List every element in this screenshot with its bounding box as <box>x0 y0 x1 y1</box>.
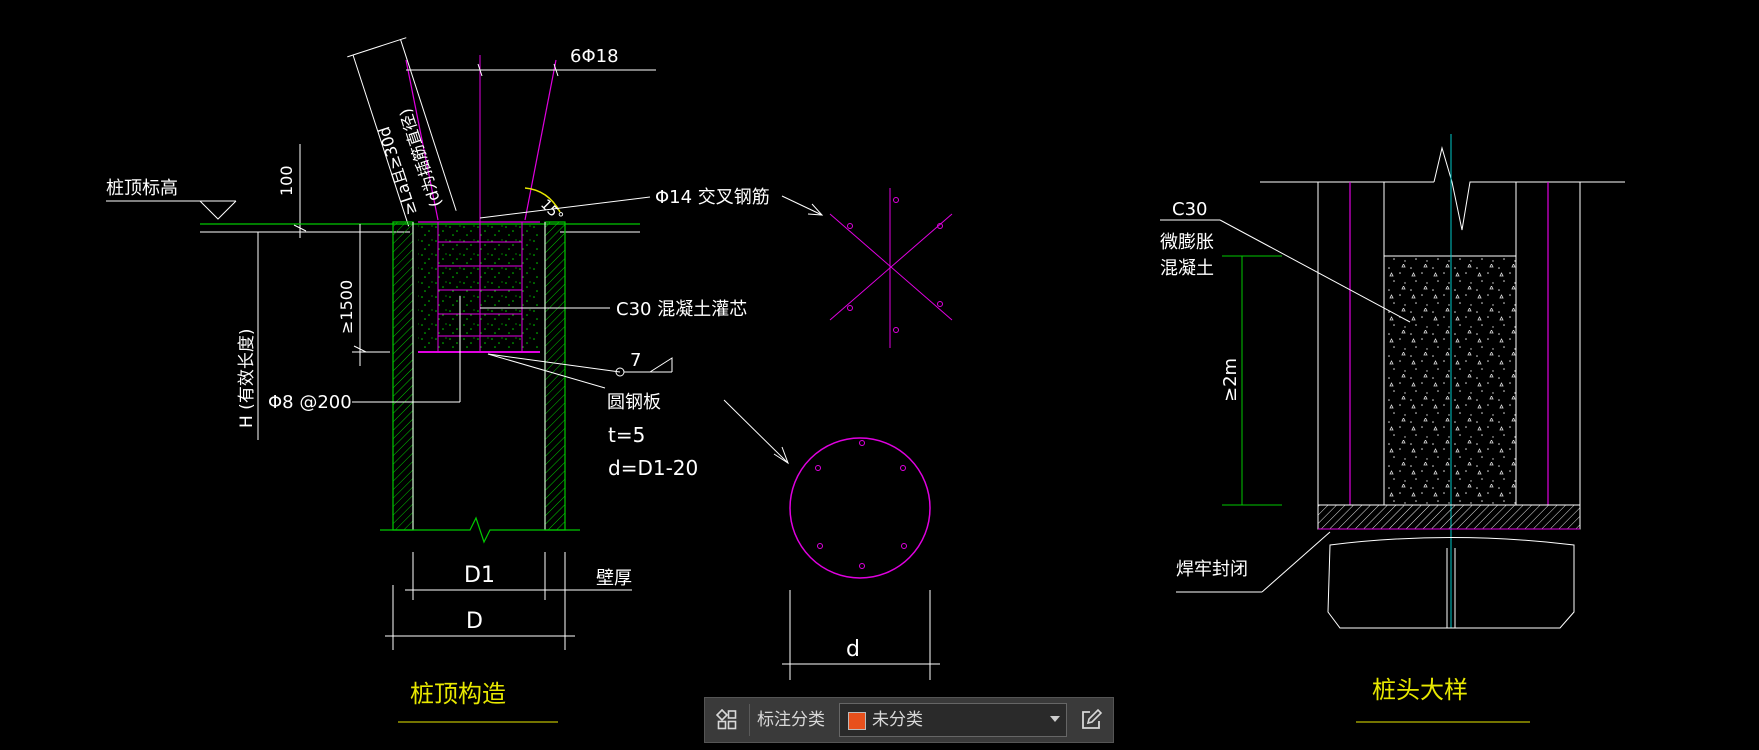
edit-category-button[interactable] <box>1069 698 1113 742</box>
round-plate-plan: d <box>723 399 940 680</box>
c30-micro-label-1: C30 <box>1172 199 1207 220</box>
weld-seal-label: 焊牢封闭 <box>1176 559 1248 580</box>
chevron-down-icon <box>1050 716 1060 722</box>
round-plate-label: 圆钢板 <box>607 392 661 413</box>
annotation-category-toolbar: 标注分类 未分类 <box>704 697 1114 743</box>
stirrup-label: Φ8 @200 <box>268 392 352 413</box>
angle-label: 15° <box>537 197 566 226</box>
wall-thickness-label: 壁厚 <box>596 568 632 589</box>
pile-head-title: 桩头大样 <box>1372 676 1468 704</box>
dim-D1-label: D1 <box>464 563 495 588</box>
plate-thickness-label: t=5 <box>608 423 645 447</box>
edit-icon <box>1082 708 1103 729</box>
dim-D-label: D <box>466 609 483 634</box>
pile-top-title: 桩顶构造 <box>410 680 506 708</box>
category-select[interactable]: 未分类 <box>839 703 1067 737</box>
weld-size-label: 7 <box>630 350 641 371</box>
c30-core-label: C30 混凝土灌芯 <box>616 299 747 320</box>
category-color-swatch <box>848 712 866 730</box>
pile-head-detail: ≥2m C30 微膨胀 混凝土 焊牢封闭 桩头大样 <box>1160 134 1625 723</box>
dim-100-label: 100 <box>277 165 296 196</box>
c30-micro-label-3: 混凝土 <box>1160 258 1214 279</box>
grid-icon <box>716 709 737 730</box>
pile-top-elevation-label: 桩顶标高 <box>106 178 178 199</box>
dim-2m-label: ≥2m <box>1220 358 1241 402</box>
category-selected-value: 未分类 <box>872 710 923 730</box>
rebar-count-label: 6Φ18 <box>570 46 619 67</box>
c30-micro-label-2: 微膨胀 <box>1160 232 1214 253</box>
effective-length-label: H (有效长度) <box>237 329 257 428</box>
pile-top-detail: 6Φ18 ≥La且≥30d (d为插筋直径) 100 桩顶标高 15° Φ14 … <box>106 37 770 723</box>
cross-rebar-plan <box>781 188 953 348</box>
dim-1500-label: ≥1500 <box>337 280 356 334</box>
plate-diameter-label: d=D1-20 <box>608 456 698 480</box>
category-label: 标注分类 <box>757 710 825 730</box>
dim-d-label: d <box>846 637 860 662</box>
cross-rebar-label: Φ14 交叉钢筋 <box>655 187 770 208</box>
toolbar-divider <box>749 704 750 736</box>
grid-button[interactable] <box>705 698 749 742</box>
